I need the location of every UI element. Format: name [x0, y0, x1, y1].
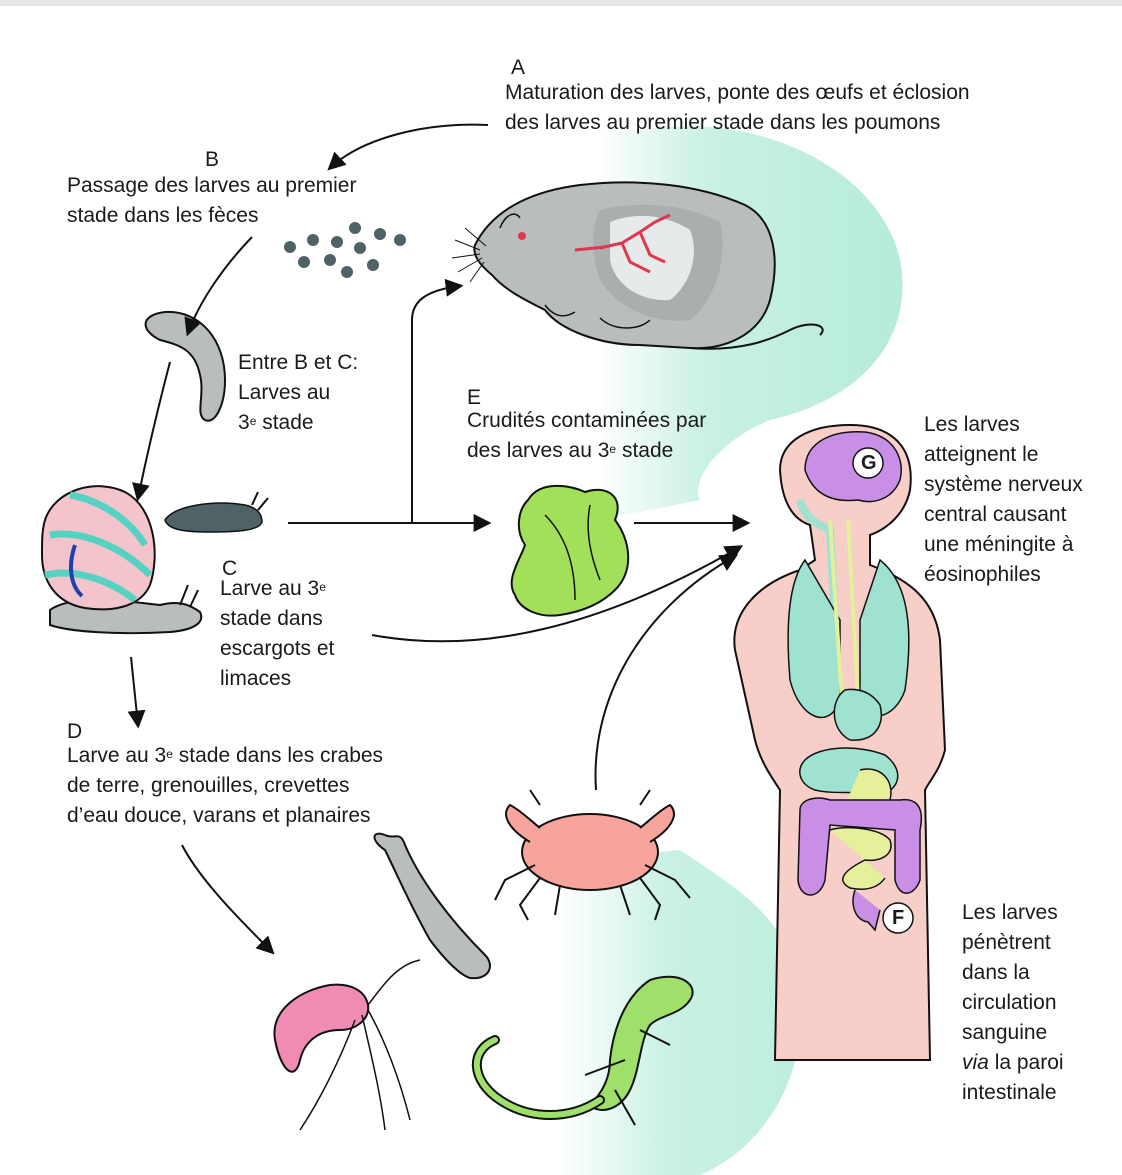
label-g-line4: central causant [924, 500, 1066, 530]
label-f-line5: sanguine [962, 1018, 1047, 1048]
label-g-line6: éosinophiles [924, 560, 1041, 590]
label-bc-line1: Entre B et C: [238, 348, 358, 378]
label-b-letter: B [205, 148, 219, 172]
arrow-crab-to-human [596, 556, 735, 790]
label-e-line2: des larves au 3e stade [467, 436, 673, 466]
arrow-larva-to-snail [138, 362, 170, 498]
label-d-line2: de terre, grenouilles, crevettes [67, 771, 349, 801]
label-a-letter: A [511, 56, 525, 80]
egg-dots-icon [284, 222, 406, 278]
label-a-line2: des larves au premier stade dans les pou… [505, 108, 940, 138]
slug-icon [165, 492, 268, 532]
arrow-branch-to-rat [412, 286, 460, 523]
label-c-line3: escargots et [220, 634, 334, 664]
label-g-line2: atteignent le [924, 440, 1038, 470]
snail-icon [42, 486, 201, 633]
label-b-line2: stade dans les fèces [67, 201, 258, 231]
label-f-line7: intestinale [962, 1078, 1057, 1108]
arrow-b-to-larva [188, 237, 252, 333]
label-c-line4: limaces [220, 664, 291, 694]
lettuce-icon [512, 486, 629, 616]
larva-icon [146, 312, 225, 421]
label-e-line1: Crudités contaminées par [467, 406, 706, 436]
label-f-line4: circulation [962, 988, 1057, 1018]
shrimp-icon [274, 960, 420, 1130]
label-bc-line3: 3e stade [238, 408, 314, 438]
label-f-line3: dans la [962, 958, 1030, 988]
label-f-line2: pénètrent [962, 928, 1051, 958]
label-f-line6: via la paroi [962, 1048, 1064, 1078]
planarian-icon [374, 834, 490, 979]
label-a-line1: Maturation des larves, ponte des œufs et… [505, 78, 970, 108]
arrow-snail-to-d [131, 657, 138, 725]
label-d-line3: d’eau douce, varans et planaires [67, 801, 371, 831]
badge-f-letter: F [892, 906, 904, 930]
mint-background-bottom [560, 850, 801, 1175]
label-b-line1: Passage des larves au premier [67, 171, 356, 201]
label-g-line1: Les larves [924, 410, 1020, 440]
badge-g-letter: G [861, 451, 877, 475]
top-border [0, 0, 1122, 6]
label-g-line3: système nerveux [924, 470, 1083, 500]
label-c-line2: stade dans [220, 604, 323, 634]
label-bc-line2: Larves au [238, 378, 330, 408]
label-g-line5: une méningite à [924, 530, 1073, 560]
label-c-line1: Larve au 3e [220, 574, 326, 604]
arrow-a-to-b [330, 125, 488, 168]
label-f-line1: Les larves [962, 898, 1058, 928]
arrow-d-to-shrimp [182, 845, 272, 952]
label-d-line1: Larve au 3e stade dans les crabes [67, 741, 383, 771]
